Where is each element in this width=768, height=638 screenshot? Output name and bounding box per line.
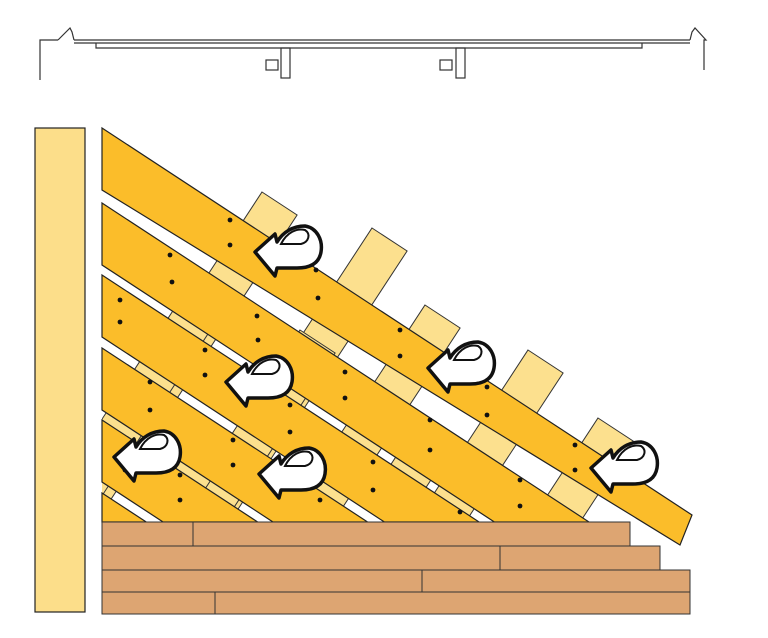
nail-dot bbox=[227, 217, 233, 223]
top-rail-profile bbox=[39, 26, 708, 80]
nail-dot bbox=[397, 327, 403, 333]
nail-dot bbox=[315, 295, 321, 301]
diagonal-board bbox=[101, 126, 693, 546]
nail-dot bbox=[484, 384, 490, 390]
nail-dot bbox=[147, 407, 153, 413]
rotate-left-arrow-icon bbox=[112, 429, 183, 483]
top-diagonal-board bbox=[101, 126, 693, 546]
nail-dot bbox=[177, 472, 183, 478]
arrow-curl bbox=[452, 344, 483, 361]
nail-dot bbox=[427, 447, 433, 453]
nail-dot bbox=[427, 417, 433, 423]
nail-dot bbox=[202, 372, 208, 378]
nail-dot bbox=[313, 267, 319, 273]
nail-dot bbox=[317, 497, 323, 503]
nail-dot bbox=[517, 477, 523, 483]
nail-dot bbox=[457, 509, 463, 515]
nail-dot bbox=[202, 347, 208, 353]
nail-dot bbox=[517, 503, 523, 509]
arrow-curl bbox=[279, 228, 310, 245]
vertical-post bbox=[34, 127, 86, 613]
nail-dot bbox=[230, 437, 236, 443]
rotate-left-arrow-icon bbox=[426, 340, 497, 394]
arrow-curl bbox=[283, 450, 314, 467]
nail-dot bbox=[287, 402, 293, 408]
floor-planks bbox=[101, 521, 691, 615]
nail-dot bbox=[397, 353, 403, 359]
plank-row bbox=[101, 521, 631, 547]
diagonal-boards bbox=[101, 201, 592, 523]
nail-dot bbox=[169, 279, 175, 285]
nail-dot bbox=[484, 412, 490, 418]
nail-dot bbox=[572, 467, 578, 473]
nail-dot bbox=[342, 369, 348, 375]
nail-dot bbox=[177, 497, 183, 503]
nail-dot bbox=[370, 487, 376, 493]
nail-dot bbox=[167, 252, 173, 258]
nail-dot bbox=[370, 459, 376, 465]
nail-dot bbox=[342, 395, 348, 401]
plank-row bbox=[101, 569, 691, 593]
arrow-curl bbox=[250, 358, 281, 375]
nail-dot bbox=[117, 319, 123, 325]
arrow-curl bbox=[615, 444, 646, 461]
nail-dot bbox=[147, 379, 153, 385]
nail-dot bbox=[572, 442, 578, 448]
plank-row bbox=[101, 545, 661, 571]
nail-dot bbox=[287, 429, 293, 435]
nail-dot bbox=[254, 313, 260, 319]
rotate-left-arrow-icon bbox=[589, 440, 660, 494]
rotate-left-arrow-icon bbox=[257, 446, 328, 500]
nail-dot bbox=[230, 462, 236, 468]
plank-row bbox=[101, 591, 691, 615]
arrow-curl bbox=[138, 433, 169, 450]
nail-dot bbox=[255, 337, 261, 343]
rotate-left-arrow-icon bbox=[224, 354, 295, 408]
nail-dots bbox=[117, 217, 578, 515]
nail-dot bbox=[117, 297, 123, 303]
nail-dot bbox=[227, 242, 233, 248]
rotation-arrows bbox=[112, 224, 660, 500]
rotate-left-arrow-icon bbox=[253, 224, 324, 278]
